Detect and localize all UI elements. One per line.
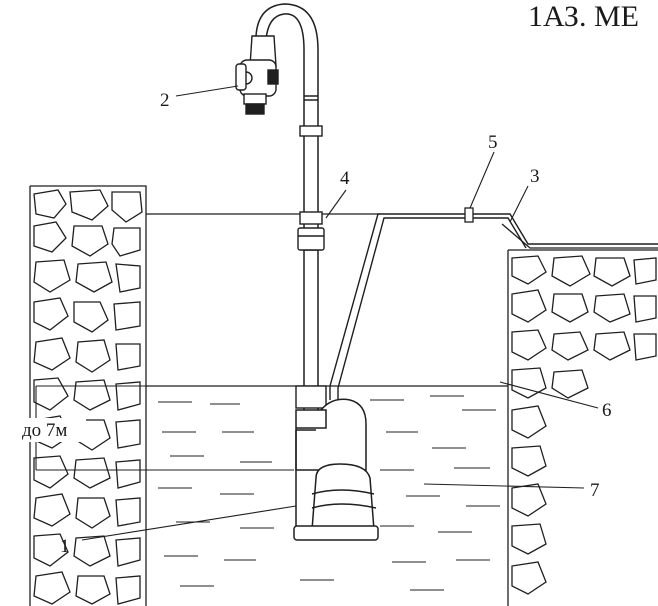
callout-7: 7 — [590, 480, 600, 501]
ground-left — [29, 185, 147, 606]
depth-label: до 7м — [22, 420, 67, 441]
cable-connector — [464, 207, 474, 223]
submersible-pump — [293, 398, 379, 541]
callout-3: 3 — [530, 166, 540, 187]
callout-2: 2 — [160, 90, 170, 111]
callout-leaders — [81, 85, 599, 541]
ground-right — [501, 223, 658, 606]
power-cable — [329, 213, 658, 400]
stones-right — [511, 255, 657, 595]
header-fragment: 1АЗ. МЕ — [528, 0, 639, 33]
callout-1: 1 — [60, 536, 70, 557]
water-dashes — [158, 395, 500, 591]
callout-6: 6 — [602, 400, 612, 421]
pipe-coupling — [295, 125, 327, 409]
callout-4: 4 — [340, 168, 350, 189]
stones-left — [33, 189, 143, 605]
callout-5: 5 — [488, 132, 498, 153]
outlet-valve — [235, 35, 279, 115]
depth-label-bg — [20, 418, 86, 442]
